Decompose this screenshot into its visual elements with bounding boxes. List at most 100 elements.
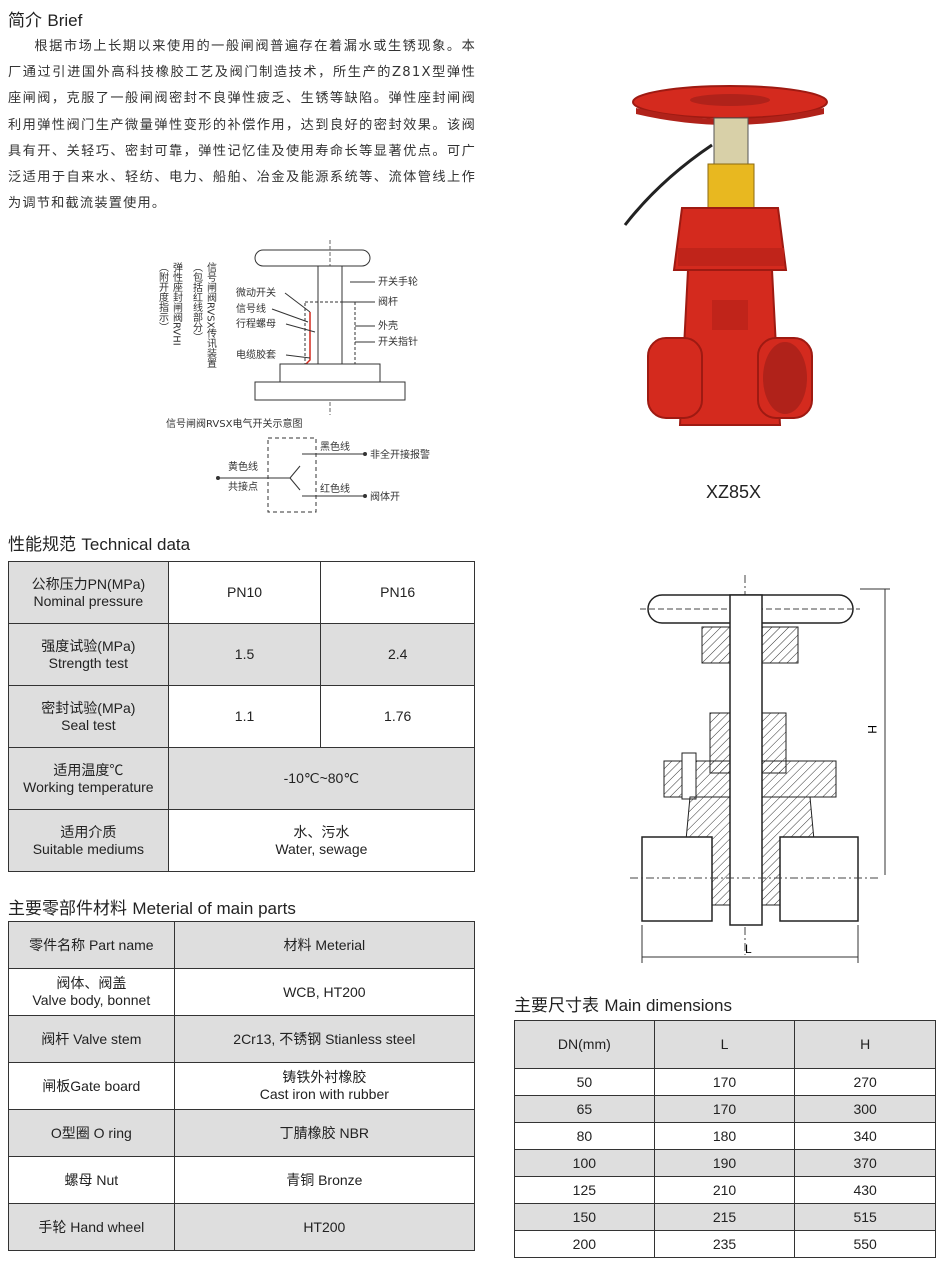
cell-text: Strength test [48, 654, 129, 671]
part-material: 丁腈橡胶 NBR [173, 1109, 476, 1157]
product-model: XZ85X [706, 482, 762, 502]
signal-valve-drawing: 信号闸阀RVSX传讯装置 （包括红线部分） 弹性座封闸阀RVHI （附开度指示）… [157, 240, 430, 513]
tech-value: 1.76 [320, 685, 475, 748]
table-cell: 515 [794, 1203, 936, 1231]
technical-heading-en: Technical data [81, 535, 191, 554]
callout-housing: 外壳 [378, 319, 398, 332]
tech-label: 密封试验(MPa)Seal test [8, 685, 169, 748]
wire-red: 红色线 [320, 482, 350, 495]
wire-alarm: 非全开接报警 [370, 448, 430, 461]
part-material: 2Cr13, 不锈钢 Stianless steel [173, 1015, 476, 1063]
tech-value: -10℃~80℃ [167, 747, 476, 810]
table-cell: 50 [514, 1068, 655, 1096]
stem-shape [317, 265, 343, 367]
signal-cable [623, 143, 713, 226]
dim-h-label: H [865, 725, 879, 734]
table-cell: 430 [794, 1176, 936, 1204]
signal-switch [713, 117, 749, 167]
cell-text: Seal test [61, 716, 116, 733]
dimensions-heading-en: Main dimensions [604, 996, 732, 1015]
tech-value: 2.4 [320, 623, 475, 686]
yellow-housing [707, 163, 755, 209]
table-cell: 150 [514, 1203, 655, 1231]
table-row: 手轮 Hand wheel HT200 [8, 1203, 476, 1251]
col-header-l: L [653, 1020, 796, 1069]
table-cell: 370 [794, 1149, 936, 1177]
table-cell: 340 [794, 1122, 936, 1150]
drawing-pipe-left [641, 836, 713, 922]
callout-stem: 阀杆 [378, 295, 398, 308]
part-name: 螺母 Nut [8, 1156, 175, 1204]
cell-text: Working temperature [23, 778, 154, 795]
tech-label: 强度试验(MPa)Strength test [8, 623, 169, 686]
table-row: O型圈 O ring 丁腈橡胶 NBR [8, 1109, 476, 1157]
wire-yellow: 黄色线 [228, 460, 258, 473]
bonnet-shape [279, 363, 381, 383]
cell-text: 适用介质 [60, 823, 117, 840]
table-cell: 210 [653, 1176, 796, 1204]
cell-text: Suitable mediums [32, 840, 144, 857]
brief-paragraph: 根据市场上长期以来使用的一般闸阀普遍存在着漏水或生锈现象。本厂通过引进国外高科技… [8, 39, 476, 212]
table-row: 螺母 Nut 青铜 Bronze [8, 1156, 476, 1204]
table-cell: 270 [794, 1068, 936, 1096]
callout-pointer: 开关指针 [378, 335, 418, 348]
section-drawing: H L [620, 575, 920, 970]
table-cell: 125 [514, 1176, 655, 1204]
dim-l-label: L [745, 942, 752, 956]
valve-illustration [623, 85, 828, 426]
body-flange-shape [254, 381, 406, 401]
materials-heading-en: Meterial of main parts [132, 899, 296, 918]
col-header-dn: DN(mm) [514, 1020, 655, 1069]
callout-microswitch: 微动开关 [236, 286, 276, 299]
table-cell: 190 [653, 1149, 796, 1177]
vlabel-4: （附开度指示） [157, 262, 169, 332]
table-row: 阀杆 Valve stem 2Cr13, 不锈钢 Stianless steel [8, 1015, 476, 1063]
table-cell: 170 [653, 1068, 796, 1096]
cross-section-svg: H L [630, 575, 890, 963]
col-header-part: 零件名称 Part name [8, 921, 175, 969]
cell-text: 适用温度℃ [53, 761, 124, 778]
brief-heading-en: Brief [47, 11, 83, 30]
cell-text: Nominal pressure [33, 592, 144, 609]
signal-diagram: 信号闸阀RVSX传讯装置 （包括红线部分） 弹性座封闸阀RVHI （附开度指示）… [150, 240, 470, 520]
part-material: HT200 [173, 1203, 476, 1251]
cell-text: 水、污水 [293, 823, 350, 840]
drawing-stem [729, 594, 763, 926]
part-material: WCB, HT200 [173, 968, 476, 1016]
table-row: 公称压力PN(MPa)Nominal pressure PN10 PN16 [8, 561, 475, 624]
table-cell: 100 [514, 1149, 655, 1177]
cell-text: 铸铁外衬橡胶 [282, 1069, 367, 1085]
technical-heading-cn: 性能规范 [8, 535, 76, 555]
table-cell: 300 [794, 1095, 936, 1123]
cell-text: Valve body, bonnet [32, 992, 151, 1008]
col-header-h: H [794, 1020, 936, 1069]
cell-text: 密封试验(MPa) [41, 699, 136, 716]
table-cell: 200 [514, 1230, 655, 1258]
table-cell: 235 [653, 1230, 796, 1258]
part-material: 青铜 Bronze [173, 1156, 476, 1204]
cell-text: 强度试验(MPa) [41, 637, 136, 654]
technical-table: 公称压力PN(MPa)Nominal pressure PN10 PN16 强度… [8, 561, 476, 872]
cell-text: 公称压力PN(MPa) [31, 575, 146, 592]
tech-value: PN16 [320, 561, 475, 624]
tech-value: PN10 [167, 561, 322, 624]
tech-label: 公称压力PN(MPa)Nominal pressure [8, 561, 169, 624]
table-cell: 80 [514, 1122, 655, 1150]
diagram-caption: 信号闸阀RVSX电气开关示意图 [166, 417, 302, 430]
table-cell: 215 [653, 1203, 796, 1231]
callout-cable-sleeve: 电缆胶套 [236, 348, 276, 361]
vlabel-3: 弹性座封闸阀RVHI [171, 261, 183, 346]
table-row: 强度试验(MPa)Strength test 1.5 2.4 [8, 623, 475, 686]
wire-valve-open: 阀体开 [370, 490, 400, 503]
